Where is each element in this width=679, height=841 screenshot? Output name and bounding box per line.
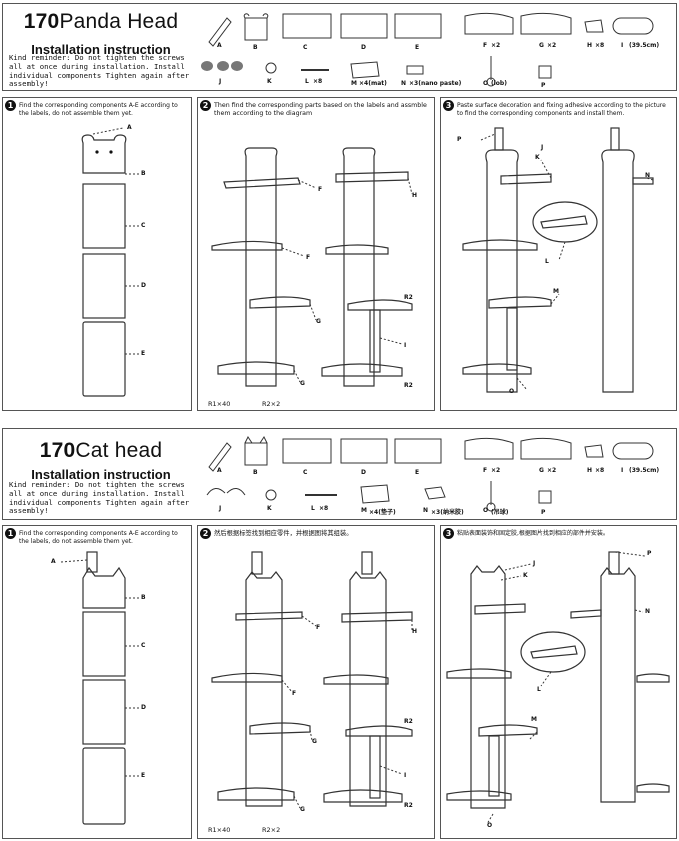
- label-g2: G: [300, 380, 305, 387]
- label-f2: F: [306, 254, 311, 261]
- label-e: E: [141, 772, 146, 779]
- step-3-diagram: [446, 551, 670, 825]
- step-number: 3: [443, 100, 454, 111]
- sheet-cat: 170Cat head Installation instruction Kin…: [0, 425, 679, 841]
- label-k: K: [523, 572, 528, 579]
- step-1-diagram: [81, 127, 139, 397]
- label-g2: G: [300, 806, 305, 813]
- label-p: P: [457, 136, 462, 143]
- step-1-diagram: [60, 551, 139, 825]
- label-l: L: [537, 686, 541, 693]
- step-3-text: 粘贴表面装饰和固定胶,根据图片找到相应的部件并安装。: [457, 530, 609, 537]
- label-g: G: [312, 738, 317, 745]
- step-1-text: Find the corresponding components A-E ac…: [19, 530, 178, 545]
- legend-r2: R2×2: [262, 826, 281, 834]
- sheet-panda: 170Panda Head Installation instruction K…: [0, 0, 679, 416]
- step-number: 1: [5, 100, 16, 111]
- reminder-text: Kind reminder: Do not tighten the screws…: [9, 480, 190, 516]
- label-o: O: [509, 388, 515, 395]
- legend-r1: R1×40: [208, 400, 231, 408]
- title-block: 170Cat head Installation instruction: [9, 439, 193, 482]
- label-c: C: [141, 222, 146, 229]
- step-2-diagram: [211, 551, 413, 809]
- label-g: G: [316, 318, 321, 325]
- label-h: H: [412, 628, 418, 635]
- label-b: B: [141, 170, 146, 177]
- step-number: 2: [200, 100, 211, 111]
- parts-list: A B C D E F×2 G×2 H×8 I(39.5cm) J K L×8 …: [201, 429, 676, 519]
- page-title: 170Cat head: [39, 439, 163, 462]
- label-e: E: [141, 350, 146, 357]
- step-1-panel: 1 Find the corresponding components A-E …: [2, 97, 192, 411]
- label-j: J: [533, 560, 536, 567]
- step-2-panel: 2 Then find the corresponding parts base…: [197, 97, 435, 411]
- step-2-diagram: [211, 147, 413, 387]
- reminder-text: Kind reminder: Do not tighten the screws…: [9, 53, 190, 89]
- header-panel: 170Panda Head Installation instruction K…: [2, 3, 677, 91]
- label-n: N: [645, 608, 651, 615]
- page-title: 170Panda Head: [23, 10, 179, 33]
- label-f: F: [318, 186, 323, 193]
- step-number: 3: [443, 528, 454, 539]
- label-j: J: [541, 144, 544, 151]
- header-panel: 170Cat head Installation instruction Kin…: [2, 428, 677, 520]
- step-2-text: 然后根据标签找到相应零件，并根据图将其组装。: [214, 530, 353, 537]
- label-a: A: [51, 558, 56, 565]
- label-i: I: [404, 342, 407, 349]
- step-2-text: Then find the corresponding parts based …: [214, 102, 427, 117]
- step-number: 2: [200, 528, 211, 539]
- page-subtitle: Installation instruction: [31, 467, 171, 482]
- label-o: O: [487, 822, 493, 829]
- parts-illustration: [201, 12, 654, 87]
- parts-list: A B C D E F×2 G×2 H×8 I(39.5cm) J K L×8 …: [201, 4, 676, 90]
- label-m: M: [531, 716, 537, 723]
- label-k: K: [535, 154, 540, 161]
- label-a: A: [127, 124, 132, 131]
- legend-r1: R1×40: [208, 826, 231, 834]
- label-f2: F: [292, 690, 297, 697]
- label-h: H: [412, 192, 418, 199]
- label-p: P: [647, 550, 652, 557]
- legend-r2: R2×2: [262, 400, 281, 408]
- step-number: 1: [5, 528, 16, 539]
- label-i: I: [404, 772, 407, 779]
- page-subtitle: Installation instruction: [31, 42, 171, 57]
- label-m: M: [553, 288, 559, 295]
- label-d: D: [141, 282, 146, 289]
- title-block: 170Panda Head Installation instruction: [9, 10, 193, 57]
- parts-illustration: [206, 436, 654, 512]
- label-r2b: R2: [404, 802, 413, 809]
- label-r2: R2: [404, 718, 413, 725]
- step-1-panel: 1 Find the corresponding components A-E …: [2, 525, 192, 839]
- step-3-panel: 3 粘贴表面装饰和固定胶,根据图片找到相应的部件并安装。: [440, 525, 677, 839]
- label-n: N: [645, 172, 651, 179]
- label-d: D: [141, 704, 146, 711]
- step-3-panel: 3 Paste surface decoration and fixing ad…: [440, 97, 677, 411]
- step-3-text: Paste surface decoration and fixing adhe…: [457, 102, 666, 117]
- step-3-diagram: [462, 127, 654, 393]
- label-f: F: [316, 624, 321, 631]
- step-1-text: Find the corresponding components A-E ac…: [19, 102, 178, 117]
- label-b: B: [141, 594, 146, 601]
- step-2-panel: 2 然后根据标签找到相应零件，并根据图将其组装。: [197, 525, 435, 839]
- label-r2b: R2: [404, 382, 413, 389]
- label-r2: R2: [404, 294, 413, 301]
- label-c: C: [141, 642, 146, 649]
- label-l: L: [545, 258, 549, 265]
